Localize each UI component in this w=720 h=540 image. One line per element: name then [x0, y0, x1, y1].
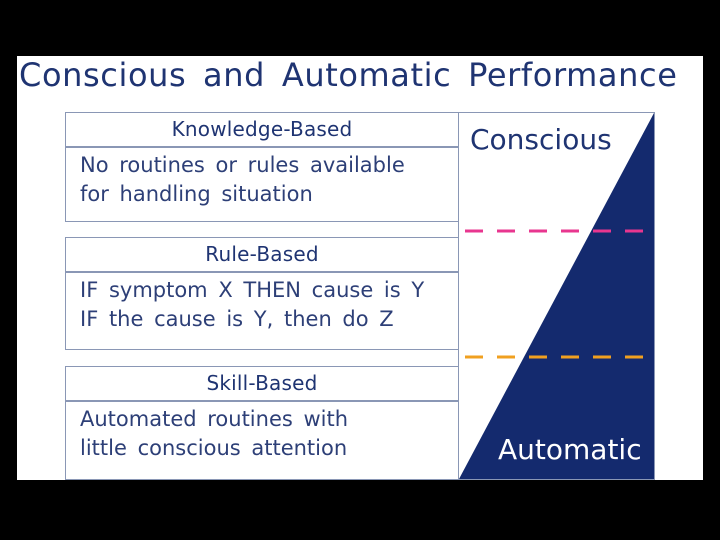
knowledge-based-heading: Knowledge-Based — [66, 113, 458, 148]
rule-based-heading: Rule-Based — [66, 238, 458, 273]
conscious-automatic-scale: Conscious Automatic — [458, 112, 655, 480]
skill-based-description: Automated routines with little conscious… — [66, 402, 458, 463]
description-line: for handling situation — [80, 182, 313, 206]
slide: Conscious and Automatic Performance Know… — [17, 56, 703, 480]
skill-based-box: Skill-Based Automated routines with litt… — [65, 366, 459, 480]
rule-based-description: IF symptom X THEN cause is Y IF the caus… — [66, 273, 458, 334]
automatic-fill-triangle — [459, 113, 654, 479]
description-line: IF the cause is Y, then do Z — [80, 307, 394, 331]
description-line: No routines or rules available — [80, 153, 405, 177]
description-line: IF symptom X THEN cause is Y — [80, 278, 425, 302]
scale-graphic — [459, 113, 654, 479]
skill-based-heading: Skill-Based — [66, 367, 458, 402]
rule-based-box: Rule-Based IF symptom X THEN cause is Y … — [65, 237, 459, 350]
conscious-label: Conscious — [470, 123, 612, 156]
page-title: Conscious and Automatic Performance — [19, 56, 678, 94]
knowledge-based-description: No routines or rules available for handl… — [66, 148, 458, 209]
knowledge-based-box: Knowledge-Based No routines or rules ava… — [65, 112, 459, 222]
automatic-label: Automatic — [498, 433, 642, 466]
description-line: little conscious attention — [80, 436, 348, 460]
description-line: Automated routines with — [80, 407, 349, 431]
